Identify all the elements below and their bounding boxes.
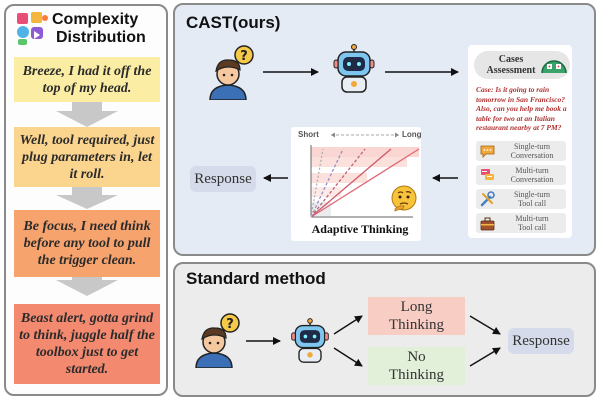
down-arrow-1 bbox=[56, 102, 118, 127]
app-icons-logo-icon bbox=[17, 12, 48, 45]
standard-robot-icon bbox=[291, 318, 329, 363]
arrow-long-to-response bbox=[469, 315, 501, 335]
case-example-text: Case: Is it going to rain tomorrow in Sa… bbox=[476, 85, 567, 132]
fan-line-5 bbox=[310, 148, 324, 218]
tools-icon bbox=[480, 191, 495, 207]
chat-bubble-icon bbox=[480, 145, 495, 158]
standard-title: Standard method bbox=[186, 269, 326, 288]
down-arrow-3 bbox=[56, 271, 118, 296]
fan-line-1 bbox=[310, 148, 420, 218]
cast-response-box: Response bbox=[190, 166, 256, 192]
arrow-no-to-response bbox=[469, 347, 501, 367]
toolbox-icon bbox=[480, 217, 495, 231]
standard-response-box: Response bbox=[508, 328, 574, 354]
dice-gauge-icon bbox=[541, 60, 567, 74]
svg-text:?: ? bbox=[226, 317, 234, 332]
robot-icon bbox=[333, 44, 375, 93]
multi-chat-icon bbox=[481, 169, 494, 180]
short-label: Short bbox=[298, 130, 319, 139]
complexity-title-line1: Complexity bbox=[52, 11, 139, 28]
thinking-face-icon bbox=[391, 185, 417, 212]
complexity-level-2: Well, tool required, just plug parameter… bbox=[14, 127, 160, 187]
complexity-level-1: Breeze, I had it off the top of my head. bbox=[14, 57, 160, 102]
complexity-level-4: Beast alert, gotta grind to think, juggl… bbox=[14, 304, 160, 384]
adaptive-thinking-label: Adaptive Thinking bbox=[311, 222, 409, 236]
funnel-arrows bbox=[56, 102, 118, 296]
svg-text:?: ? bbox=[240, 49, 248, 64]
standard-user-question-icon: ? bbox=[195, 313, 240, 368]
adaptive-thinking-card bbox=[291, 127, 421, 241]
fan-line-3 bbox=[310, 148, 366, 218]
arrow-robot-to-long bbox=[333, 315, 363, 335]
adaptive-thinking-graphic bbox=[310, 132, 420, 218]
complexity-level-3: Be focus, I need think before any tool t… bbox=[14, 210, 160, 277]
cast-title: CAST(ours) bbox=[186, 13, 281, 32]
arrow-robot-to-no bbox=[333, 347, 363, 367]
user-question-icon: ? bbox=[209, 45, 254, 100]
long-label: Long bbox=[402, 130, 422, 139]
down-arrow-2 bbox=[56, 187, 118, 209]
fan-line-4 bbox=[310, 148, 344, 218]
complexity-title-line2: Distribution bbox=[56, 29, 146, 46]
fan-line-2 bbox=[310, 148, 392, 218]
